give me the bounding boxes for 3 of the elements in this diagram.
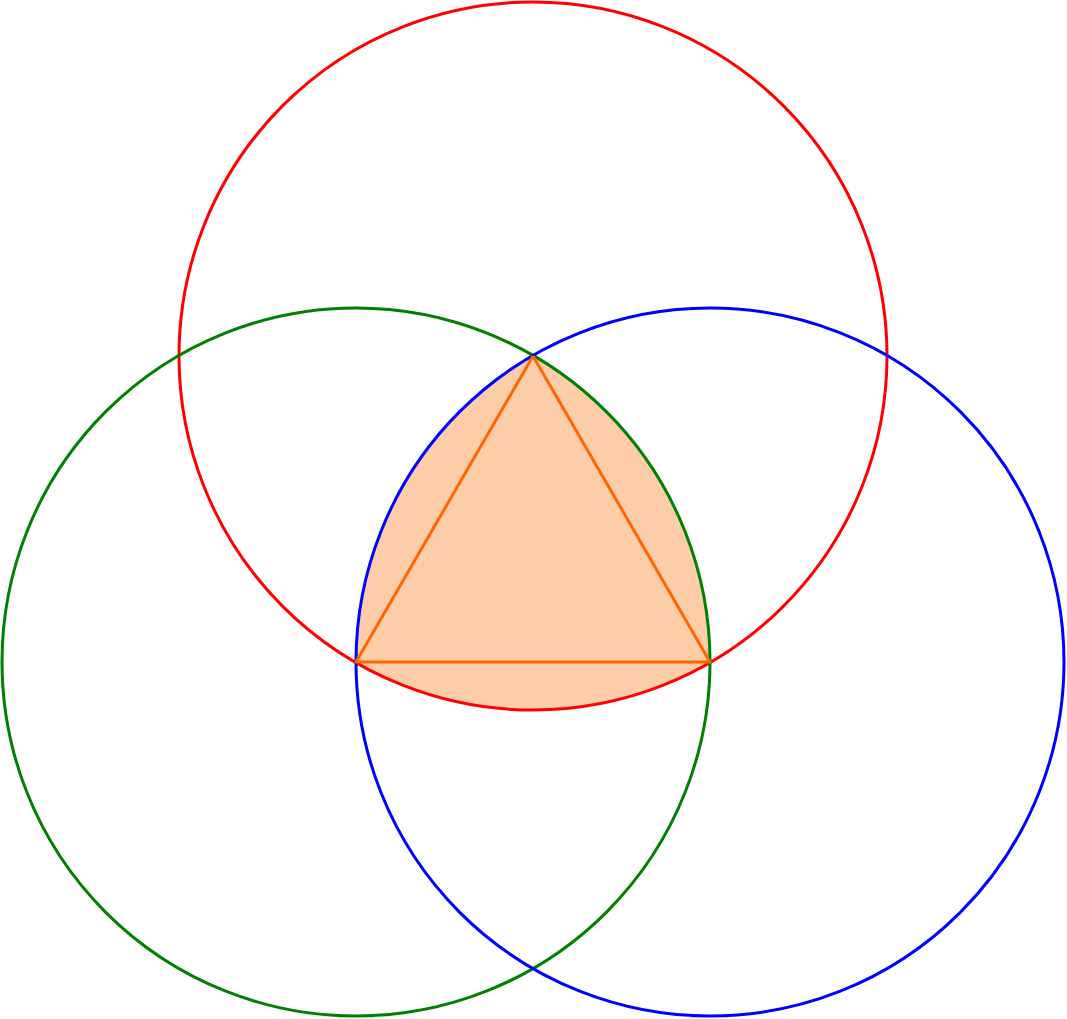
circle-outline xyxy=(177,0,889,712)
circle-outline xyxy=(354,306,1066,1018)
circle-outline xyxy=(0,306,712,1018)
